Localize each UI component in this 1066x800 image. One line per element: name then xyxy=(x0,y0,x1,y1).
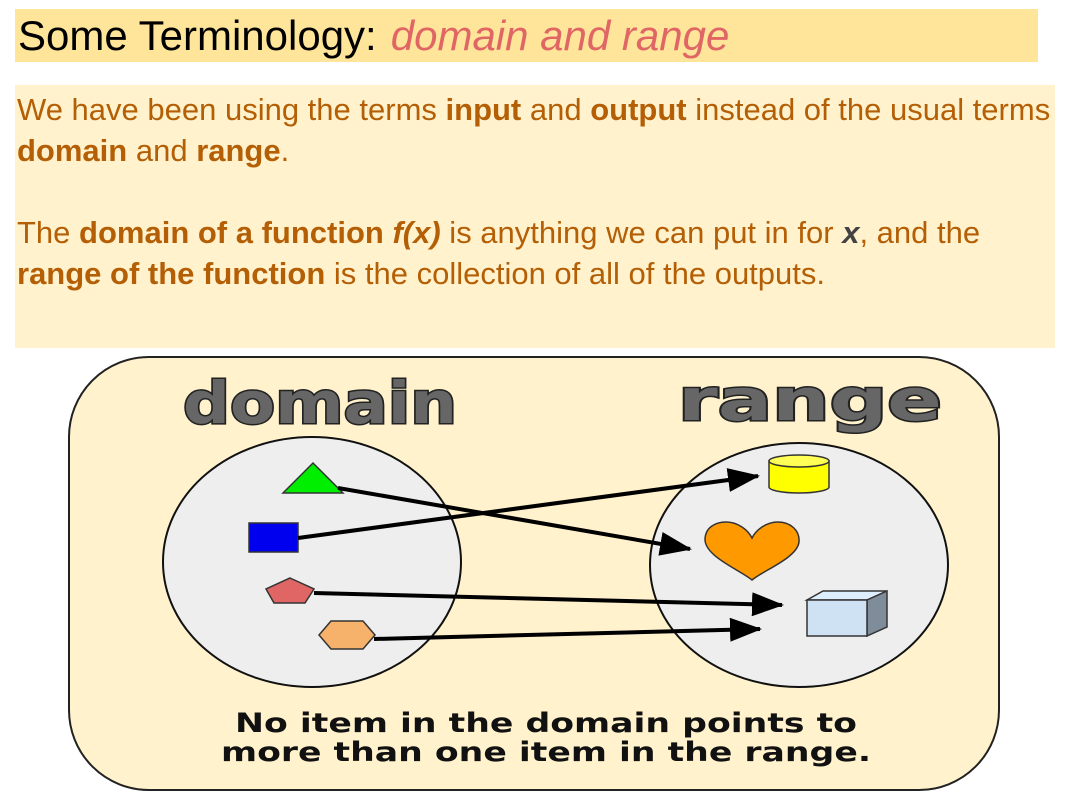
text: instead of the usual terms xyxy=(686,92,1051,127)
term-output: output xyxy=(590,92,687,127)
caption-line-1: No item in the domain points to xyxy=(235,708,857,739)
title-subtitle: domain and range xyxy=(390,11,730,59)
slide-title: Some Terminology: domain and range xyxy=(15,9,1038,62)
arrow-square-to-cylinder xyxy=(297,468,760,540)
cube-shape xyxy=(804,589,888,638)
text: We have been using the terms xyxy=(17,92,446,127)
paragraph-definition: The domain of a function f(x) is anythin… xyxy=(17,212,1055,294)
text: is anything we can put in for xyxy=(440,215,843,250)
range-label: range xyxy=(678,366,942,434)
term-domain: domain xyxy=(17,133,128,168)
caption-line-2: more than one item in the range. xyxy=(221,737,871,768)
title-main: Some Terminology: xyxy=(18,11,377,59)
text: . xyxy=(280,133,290,168)
heart-shape xyxy=(704,521,800,581)
text: and xyxy=(127,133,197,168)
term-domain-of-function: domain of a function xyxy=(79,215,384,250)
arrow-triangle-to-heart xyxy=(337,486,692,556)
arrow-hexagon-to-cube xyxy=(373,617,762,642)
pentagon-shape xyxy=(264,577,316,604)
arrow-pentagon-to-cube xyxy=(313,591,784,617)
text: and xyxy=(521,92,591,127)
variable-x: x xyxy=(842,215,860,250)
term-range: range xyxy=(196,133,281,168)
cylinder-shape xyxy=(768,454,830,494)
text: , and the xyxy=(859,215,981,250)
function-notation: f(x) xyxy=(392,215,441,250)
text: is the collection of all of the outputs. xyxy=(325,256,826,291)
definition-text-box: We have been using the terms input and o… xyxy=(15,85,1055,348)
hexagon-shape xyxy=(318,620,376,650)
domain-circle xyxy=(162,436,462,688)
term-input: input xyxy=(445,92,522,127)
domain-label: domain xyxy=(183,369,457,437)
paragraph-terms: We have been using the terms input and o… xyxy=(17,89,1055,171)
term-range-of-function: range of the function xyxy=(17,256,326,291)
text: The xyxy=(17,215,80,250)
triangle-shape xyxy=(281,461,345,494)
square-shape xyxy=(248,522,299,553)
